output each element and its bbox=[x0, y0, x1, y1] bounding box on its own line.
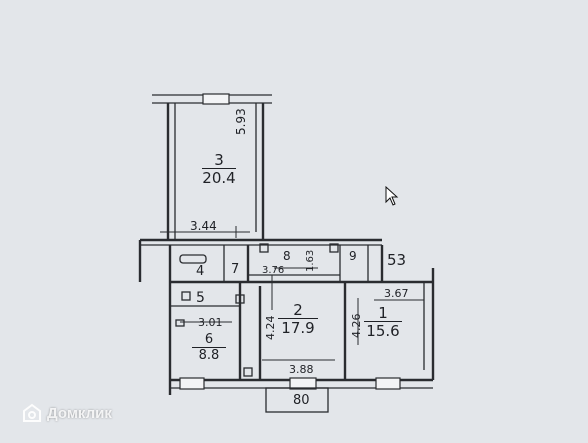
room-1-number: 1 bbox=[364, 305, 402, 322]
mouse-cursor-icon bbox=[385, 186, 399, 206]
room-9-number: 9 bbox=[349, 249, 357, 263]
watermark-text: Домклик bbox=[47, 404, 112, 422]
room-4-number: 4 bbox=[196, 264, 205, 279]
room-2-number: 2 bbox=[278, 302, 318, 319]
room-8-number: 8 bbox=[283, 249, 291, 263]
dim-room1-width: 3.67 bbox=[384, 287, 409, 300]
room-6-area: 8.8 bbox=[198, 348, 220, 363]
room-5-number: 5 bbox=[196, 290, 205, 306]
dim-room3-width: 3.44 bbox=[190, 219, 217, 233]
dim-room2-bottom: 3.88 bbox=[289, 363, 314, 376]
dim-room2-side: 4.24 bbox=[264, 315, 277, 341]
domclick-watermark: Домклик bbox=[22, 403, 112, 423]
outside-label: 53 bbox=[387, 251, 407, 269]
room-1-area: 15.6 bbox=[366, 322, 400, 340]
room-2-area: 17.9 bbox=[281, 319, 315, 337]
room-3-label: 3 20.4 bbox=[202, 152, 236, 187]
room-1-label: 1 15.6 bbox=[364, 305, 402, 340]
domclick-logo-icon bbox=[23, 403, 41, 422]
dim-room3-length: 5.93 bbox=[234, 108, 248, 135]
room-6-number: 6 bbox=[192, 333, 226, 348]
dim-room1-side: 4.26 bbox=[350, 313, 363, 339]
room-3-walls bbox=[152, 93, 272, 240]
dim-balcony: 80 bbox=[293, 393, 310, 408]
room-2-label: 2 17.9 bbox=[278, 302, 318, 337]
room-7-number: 7 bbox=[231, 262, 240, 277]
dim-corridor: 1.63 bbox=[305, 249, 316, 272]
room-6-label: 6 8.8 bbox=[192, 333, 226, 364]
dim-room2-top: 3.76 bbox=[262, 265, 285, 276]
dim-room6-width: 3.01 bbox=[198, 316, 223, 329]
dimension-ticks bbox=[160, 226, 424, 361]
lower-rooms-walls bbox=[170, 268, 435, 413]
room-3-area: 20.4 bbox=[202, 169, 236, 187]
room-3-number: 3 bbox=[202, 152, 236, 169]
